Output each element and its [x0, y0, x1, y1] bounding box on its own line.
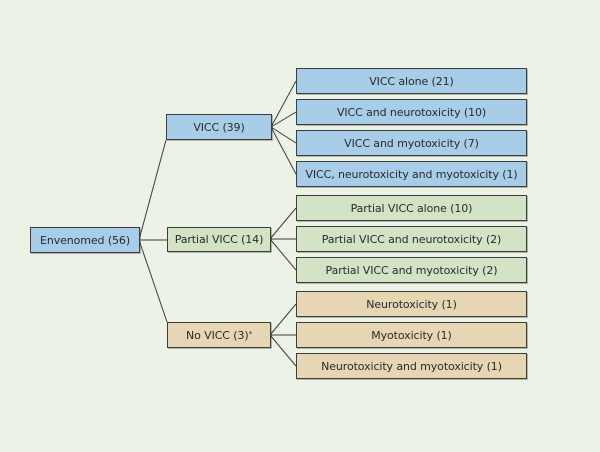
node-label: VICC (39)	[193, 120, 245, 134]
node-vicc-alone: VICC alone (21)	[296, 68, 527, 94]
node-neuro-myo: Neurotoxicity and myotoxicity (1)	[296, 353, 527, 379]
node-label: Myotoxicity (1)	[371, 328, 452, 342]
node-label: Partial VICC and myotoxicity (2)	[325, 263, 498, 277]
node-label: VICC, neurotoxicity and myotoxicity (1)	[305, 167, 518, 181]
node-myotoxicity: Myotoxicity (1)	[296, 322, 527, 348]
node-label: VICC alone (21)	[369, 74, 454, 88]
node-vicc-neurotoxicity: VICC and neurotoxicity (10)	[296, 99, 527, 125]
node-no-vicc: No VICC (3)*	[167, 322, 271, 348]
node-label: VICC and neurotoxicity (10)	[336, 105, 487, 119]
connector-vicc-child	[270, 80, 297, 128]
node-label: Envenomed (56)	[39, 233, 131, 247]
connector-partial-child	[269, 207, 297, 240]
node-label: Neurotoxicity (1)	[366, 297, 457, 311]
node-vicc-neuro-myo: VICC, neurotoxicity and myotoxicity (1)	[296, 161, 527, 187]
connector-root-novicc	[138, 239, 168, 323]
node-label: Partial VICC alone (10)	[350, 201, 473, 215]
node-envenomed: Envenomed (56)	[30, 227, 140, 253]
node-partial-vicc-neurotoxicity: Partial VICC and neurotoxicity (2)	[296, 226, 527, 252]
node-partial-vicc-alone: Partial VICC alone (10)	[296, 195, 527, 221]
connector-partial-child	[269, 238, 297, 271]
connector-novicc-child	[269, 303, 297, 336]
node-label: VICC and myotoxicity (7)	[344, 136, 479, 150]
connector-novicc-child	[269, 334, 297, 367]
connector-vicc-child	[270, 111, 297, 128]
node-neurotoxicity: Neurotoxicity (1)	[296, 291, 527, 317]
node-label: Partial VICC and neurotoxicity (2)	[321, 232, 502, 246]
node-vicc-myotoxicity: VICC and myotoxicity (7)	[296, 130, 527, 156]
footnote-marker: *	[248, 330, 253, 338]
node-partial-vicc-myotoxicity: Partial VICC and myotoxicity (2)	[296, 257, 527, 283]
node-label: Neurotoxicity and myotoxicity (1)	[321, 359, 502, 373]
node-label: Partial VICC (14)	[174, 233, 264, 246]
connector-vicc-child	[270, 126, 297, 175]
connector-vicc-child	[270, 126, 297, 144]
node-partial-vicc: Partial VICC (14)	[167, 227, 271, 252]
node-vicc: VICC (39)	[166, 114, 272, 140]
connector-root-vicc	[138, 139, 167, 241]
node-label: No VICC (3)	[186, 328, 249, 342]
